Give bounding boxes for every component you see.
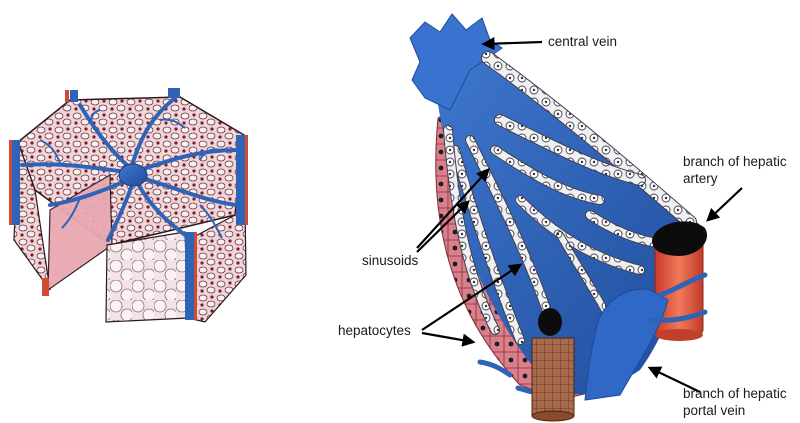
label-portal-vein-line2: portal vein <box>683 403 745 419</box>
bile-duct-cylinder <box>532 338 574 416</box>
label-hepatic-artery-line2: artery <box>683 171 718 187</box>
arrow-hepatic-artery <box>708 188 742 220</box>
arrow-hepatocytes-2 <box>422 333 473 342</box>
lower-vein-opening <box>538 308 562 336</box>
left-central-vein <box>119 164 147 186</box>
label-portal-vein-line1: branch of hepatic <box>683 386 787 402</box>
label-hepatocytes: hepatocytes <box>338 323 411 339</box>
lobule-wedge-illustration <box>410 14 707 421</box>
label-hepatic-artery-line1: branch of hepatic <box>683 154 787 170</box>
label-central-vein: central vein <box>548 34 617 50</box>
label-sinusoids: sinusoids <box>362 253 418 269</box>
hexagonal-lobule-illustration <box>9 88 248 322</box>
lobule-front-face <box>106 232 188 322</box>
